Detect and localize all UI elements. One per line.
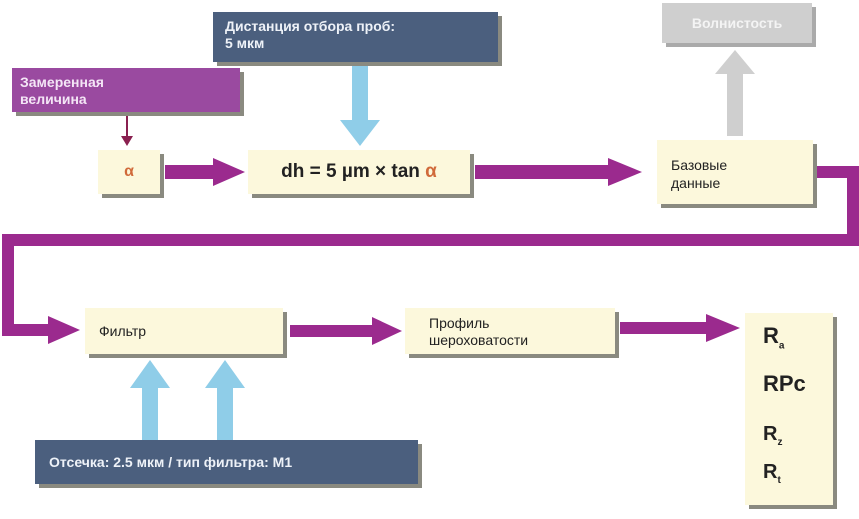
roughness-profile-box: Профиль шероховатости [405, 308, 615, 354]
sampling-label-2: 5 мкм [225, 35, 265, 51]
measured-arrow [121, 112, 133, 146]
cutoff-arrow-1 [130, 360, 170, 441]
base-data-label-1: Базовые [671, 157, 728, 173]
sampling-arrow [340, 62, 380, 146]
flow-arrow-formula-to-base [475, 158, 642, 186]
result-rt: Rt [763, 461, 781, 486]
filter-label: Фильтр [99, 323, 147, 339]
alpha-box: α [98, 150, 160, 194]
cutoff-arrow-2 [205, 360, 245, 441]
measured-value-box: Замеренная величина [12, 68, 240, 112]
alpha-symbol: α [124, 163, 134, 180]
flow-line-wrap [2, 166, 859, 344]
cutoff-label: Отсечка: 2.5 мкм / тип фильтра: M1 [49, 453, 293, 470]
waviness-arrow [715, 50, 755, 136]
flow-arrow-profile-to-results [620, 314, 740, 342]
profile-label-2: шероховатости [429, 332, 529, 348]
waviness-box: Волнистость [662, 3, 812, 43]
measured-label-2: величина [20, 91, 87, 107]
base-data-label-2: данные [671, 175, 721, 191]
formula-text: dh = 5 µm × tan [281, 161, 426, 182]
formula-alpha: α [425, 161, 437, 182]
flow-arrow-filter-to-profile [290, 317, 402, 345]
measured-label-1: Замеренная [20, 74, 104, 90]
result-ra: Ra [763, 323, 785, 352]
results-box: Ra RPc Rz Rt [745, 313, 833, 505]
formula-box: dh = 5 µm × tan α [248, 150, 470, 194]
filter-box: Фильтр [85, 308, 283, 354]
flow-arrow-alpha-to-formula [165, 158, 245, 186]
sampling-distance-box: Дистанция отбора проб: 5 мкм [213, 12, 498, 62]
result-rz: Rz [763, 423, 783, 448]
sampling-label-1: Дистанция отбора проб: [225, 18, 396, 34]
waviness-label: Волнистость [691, 15, 783, 31]
cutoff-box: Отсечка: 2.5 мкм / тип фильтра: M1 [35, 440, 418, 484]
base-data-box: Базовые данные [657, 140, 813, 204]
profile-label-1: Профиль [429, 315, 490, 331]
result-rpc: RPc [763, 371, 806, 396]
